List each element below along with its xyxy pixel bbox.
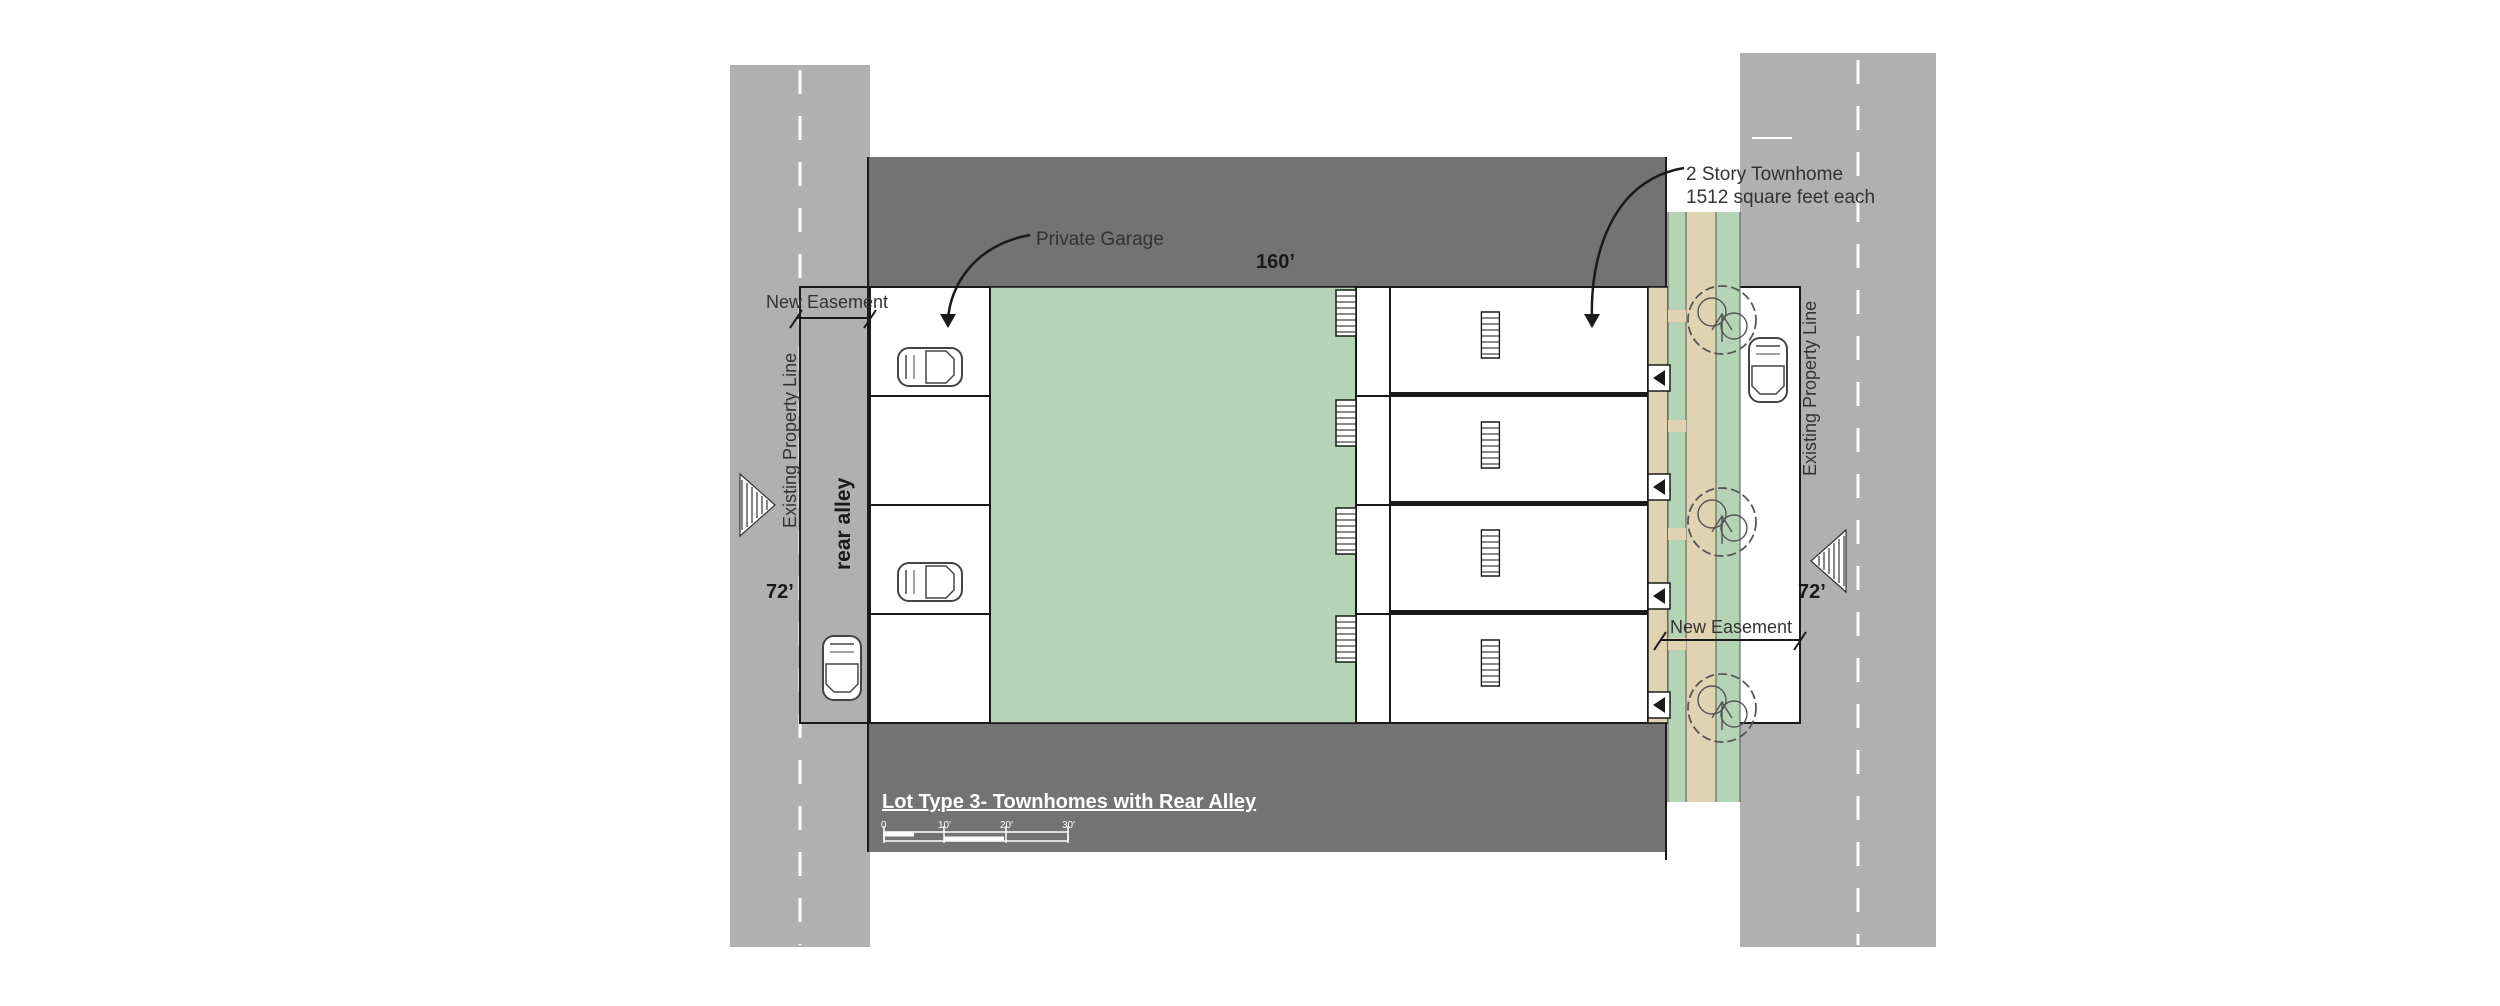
new-easement-left-label: New Easement: [766, 292, 888, 312]
depth-dimension-left-label: 72’: [766, 581, 794, 603]
townhomes: [1355, 286, 1649, 724]
new-easement-right-label: New Easement: [1670, 617, 1792, 637]
car-icon: [822, 635, 862, 701]
stair-icon: [1480, 311, 1501, 359]
front-lawn-strip: [1668, 212, 1686, 802]
block-bottom: [868, 722, 1666, 852]
north-arrow-icon: [739, 472, 776, 538]
existing-property-line-right-label: Existing Property Line: [1800, 301, 1820, 476]
car-icon: [1748, 337, 1788, 403]
stair-icon: [1335, 289, 1357, 337]
front-porch-strip: [1647, 286, 1669, 724]
townhome-3: [1355, 504, 1649, 615]
stair-icon: [1335, 615, 1357, 663]
block-top: [868, 157, 1666, 287]
depth-dimension-right-label: 72’: [1798, 581, 1826, 603]
north-arrow-icon: [1810, 528, 1847, 594]
townhome-1: [1355, 286, 1649, 397]
townhome-label-line1: 2 Story Townhome: [1686, 164, 1843, 185]
backyard-lawn: [989, 286, 1357, 724]
garage-2: [869, 395, 991, 506]
front-entries: [1480, 311, 1671, 719]
townhome-label-line2: 1512 square feet each: [1686, 187, 1875, 208]
rear-alley-label: rear alley: [832, 477, 855, 570]
scale-tick-20: 20': [1000, 820, 1013, 831]
garage-4: [869, 613, 991, 724]
scale-tick-10: 10': [938, 820, 951, 831]
scale-bar: 0 10' 20' 30': [881, 820, 1075, 843]
scale-tick-0: 0: [881, 820, 887, 831]
stair-icon: [1480, 639, 1501, 687]
parkway-strip: [1716, 212, 1740, 802]
stair-icon: [1335, 399, 1357, 447]
car-icon: [897, 347, 963, 387]
townhome-4: [1355, 613, 1649, 724]
width-dimension-label: 160’: [1256, 251, 1295, 273]
existing-property-line-left-label: Existing Property Line: [780, 353, 800, 528]
scale-tick-30: 30': [1062, 820, 1075, 831]
car-icon: [897, 562, 963, 602]
stair-icon: [1335, 507, 1357, 555]
diagram-title: Lot Type 3- Townhomes with Rear Alley: [882, 791, 1257, 813]
private-garage-label: Private Garage: [1036, 229, 1164, 250]
stair-icon: [1480, 421, 1501, 469]
stair-icon: [1480, 529, 1501, 577]
townhome-2: [1355, 395, 1649, 506]
